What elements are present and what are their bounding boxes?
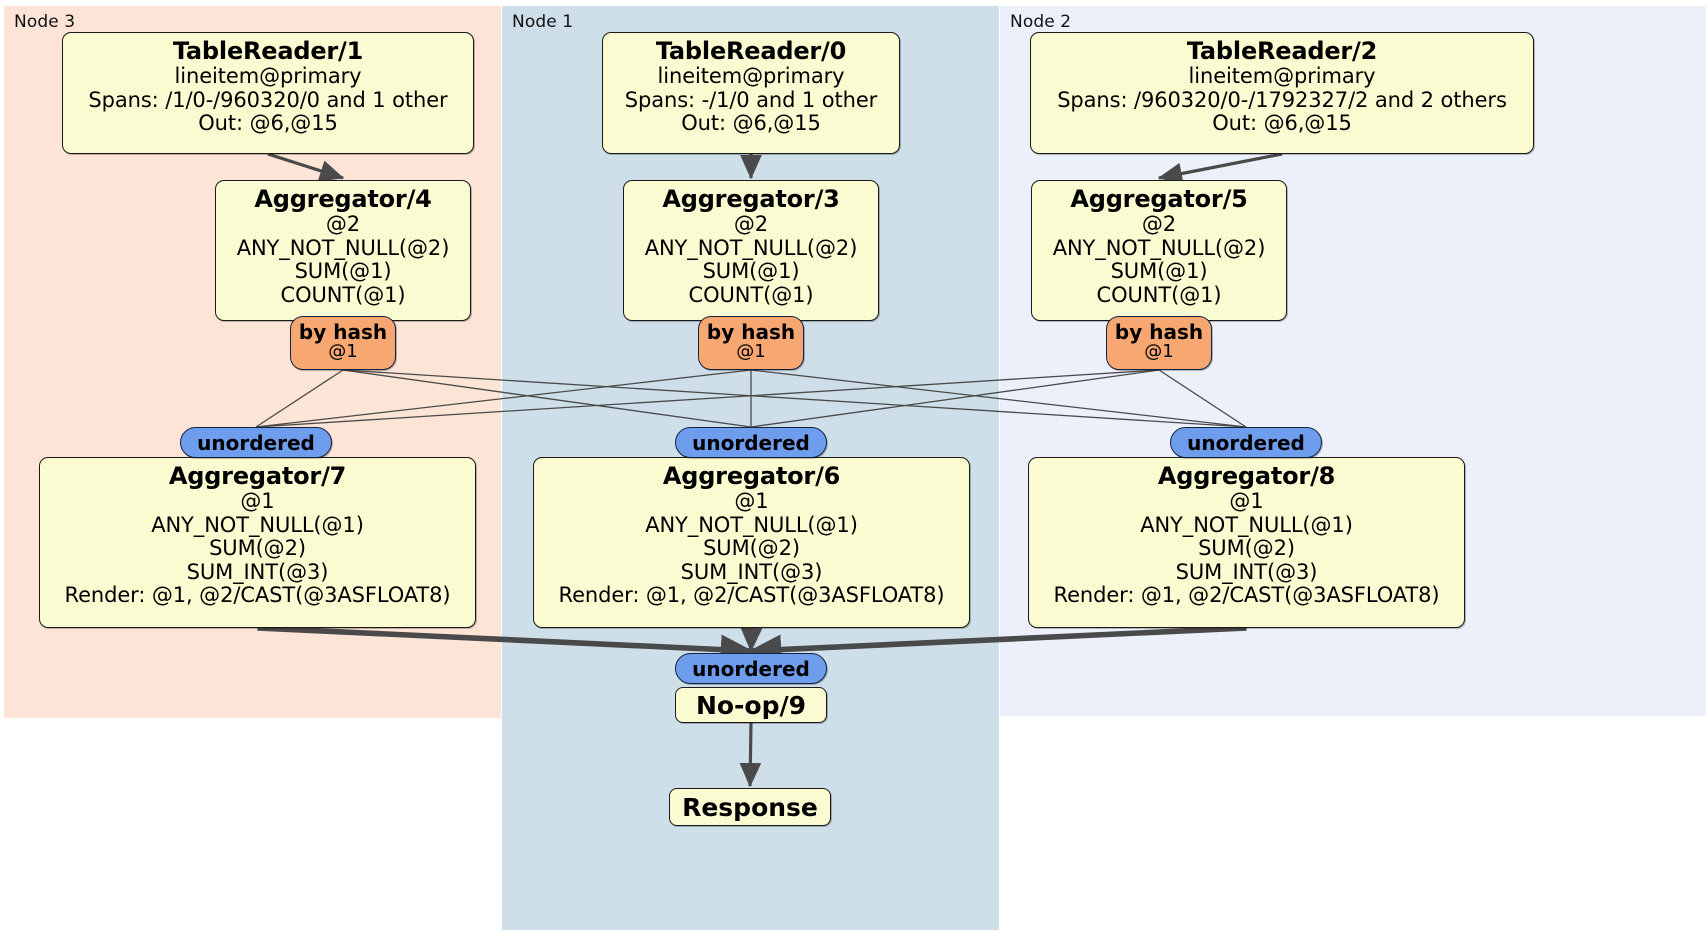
box-title: TableReader/1 — [172, 37, 364, 65]
hash-router-column: @1 — [736, 341, 766, 362]
box-detail-line: Spans: -/1/0 and 1 other — [624, 87, 878, 112]
box-detail-line: SUM(@1) — [702, 259, 800, 284]
box-detail-line: COUNT(@1) — [280, 282, 406, 307]
hash-router-column: @1 — [328, 341, 358, 362]
box-detail-line: Spans: /960320/0-/1792327/2 and 2 others — [1057, 87, 1507, 112]
box-detail-line: SUM_INT(@3) — [1175, 559, 1318, 584]
box-detail-line: Render: @1, @2/CAST(@3ASFLOAT8) — [1053, 583, 1440, 608]
box-detail-line: COUNT(@1) — [1096, 282, 1222, 307]
box-detail-line: ANY_NOT_NULL(@2) — [1052, 235, 1266, 260]
box-detail-line: @2 — [733, 212, 769, 237]
node-label-node2: Node 2 — [1010, 12, 1072, 32]
box-detail-line: ANY_NOT_NULL(@1) — [645, 512, 858, 537]
hash-router-hash5[interactable]: by hash@1 — [1106, 316, 1212, 370]
box-detail-line: ANY_NOT_NULL(@2) — [644, 235, 858, 260]
box-detail-line: lineitem@primary — [174, 64, 362, 89]
box-detail-line: lineitem@primary — [1188, 64, 1376, 89]
box-detail-line: ANY_NOT_NULL(@1) — [151, 512, 364, 537]
box-detail-line: SUM_INT(@3) — [186, 559, 329, 584]
hash-router-label: by hash — [298, 320, 388, 344]
hash-router-hash4[interactable]: by hash@1 — [290, 316, 396, 370]
box-detail-line: SUM(@2) — [209, 536, 306, 561]
box-detail-line: @2 — [325, 212, 361, 237]
box-title: Aggregator/5 — [1070, 185, 1248, 213]
box-detail-line: Spans: /1/0-/960320/0 and 1 other — [88, 87, 448, 112]
synchronizer-sync7[interactable]: unordered — [180, 427, 332, 458]
node-label-node1: Node 1 — [512, 12, 574, 32]
box-detail-line: @2 — [1141, 212, 1177, 237]
box-detail-line: Render: @1, @2/CAST(@3ASFLOAT8) — [558, 583, 945, 608]
hash-router-hash3[interactable]: by hash@1 — [698, 316, 804, 370]
synchronizer-sync6[interactable]: unordered — [675, 427, 827, 458]
box-detail-line: ANY_NOT_NULL(@2) — [236, 235, 450, 260]
hash-router-column: @1 — [1144, 341, 1174, 362]
box-detail-line: SUM(@2) — [1198, 536, 1295, 561]
box-title: TableReader/0 — [655, 37, 847, 65]
box-detail-line: lineitem@primary — [657, 64, 845, 89]
hash-router-label: by hash — [1114, 320, 1204, 344]
box-detail-line: ANY_NOT_NULL(@1) — [1140, 512, 1353, 537]
synchronizer-sync8[interactable]: unordered — [1170, 427, 1322, 458]
box-detail-line: Out: @6,@15 — [681, 111, 821, 136]
box-detail-line: SUM_INT(@3) — [680, 559, 823, 584]
box-title: Aggregator/7 — [168, 462, 347, 490]
node-label-node3: Node 3 — [14, 12, 76, 32]
box-title: Aggregator/3 — [662, 185, 840, 213]
box-detail-line: SUM(@1) — [294, 259, 392, 284]
hash-router-label: by hash — [706, 320, 796, 344]
box-title: TableReader/2 — [1186, 37, 1378, 65]
box-detail-line: Out: @6,@15 — [1212, 111, 1352, 136]
box-detail-line: @1 — [240, 489, 275, 514]
box-detail-line: Render: @1, @2/CAST(@3ASFLOAT8) — [64, 583, 451, 608]
box-detail-line: @1 — [734, 489, 769, 514]
box-detail-line: COUNT(@1) — [688, 282, 814, 307]
terminal-noop9[interactable]: No-op/9 — [675, 687, 827, 723]
box-detail-line: SUM(@2) — [703, 536, 800, 561]
synchronizer-sync9[interactable]: unordered — [675, 653, 827, 684]
box-detail-line: SUM(@1) — [1110, 259, 1208, 284]
box-title: Aggregator/6 — [662, 462, 841, 490]
box-title: Aggregator/8 — [1157, 462, 1336, 490]
box-detail-line: @1 — [1229, 489, 1264, 514]
box-detail-line: Out: @6,@15 — [198, 111, 338, 136]
terminal-response[interactable]: Response — [669, 788, 831, 826]
box-title: Aggregator/4 — [254, 185, 432, 213]
